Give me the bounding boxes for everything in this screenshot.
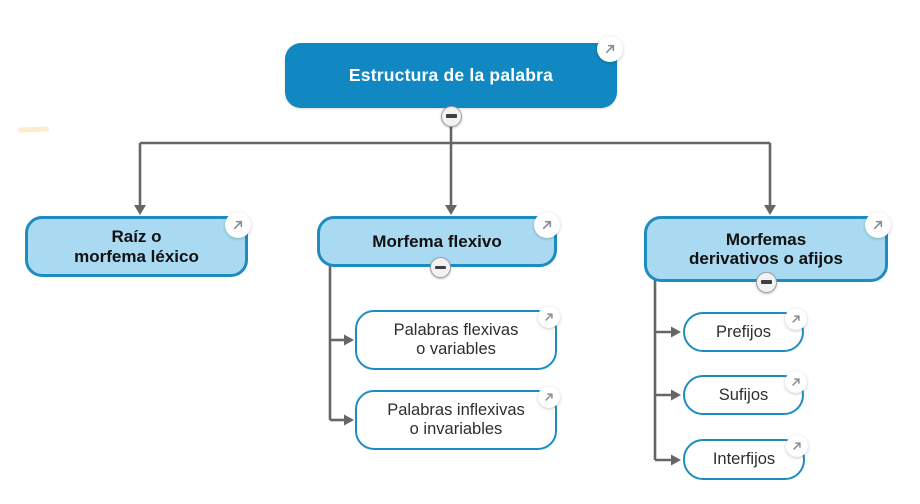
expand-arrow-icon[interactable] (538, 386, 560, 408)
expand-arrow-icon[interactable] (538, 306, 560, 328)
expand-arrow-icon[interactable] (597, 36, 623, 62)
node-label-line2: o invariables (409, 420, 503, 438)
arrowhead-derivativos (764, 205, 776, 215)
expand-arrow-icon[interactable] (785, 308, 807, 330)
arrowhead-prefijos (671, 326, 681, 338)
arrowhead-raiz (134, 205, 146, 215)
node-palabras-inflexivas-o-invariables[interactable]: Palabras inflexivas o invariables (355, 386, 560, 450)
node-label-line1: Raíz o (111, 227, 162, 247)
node-label-line1: Morfemas (725, 229, 807, 249)
arrowhead-flexivo (445, 205, 457, 215)
node-label: Interfijos (712, 450, 776, 469)
node-interfijos[interactable]: Interfijos (683, 435, 808, 480)
node-sufijos[interactable]: Sufijos (683, 371, 807, 415)
expand-arrow-icon[interactable] (785, 371, 807, 393)
arrowhead-inflexivas (344, 414, 354, 426)
expand-arrow-icon[interactable] (865, 212, 891, 238)
node-label: Estructura de la palabra (348, 65, 554, 85)
node-label-line1: Palabras inflexivas (387, 401, 525, 420)
expand-arrow-icon[interactable] (786, 435, 808, 457)
node-label-line1: Palabras flexivas (393, 321, 519, 340)
node-label-line2: derivativos o afijos (689, 249, 843, 268)
minus-icon (445, 114, 457, 118)
node-raiz-o-morfema-lexico[interactable]: Raíz o morfema léxico (25, 212, 251, 277)
minus-icon (760, 280, 772, 284)
collapse-button-root[interactable] (440, 105, 462, 127)
node-label-line2: o variables (416, 340, 496, 358)
node-label: Sufijos (718, 385, 769, 404)
arrowhead-flexivas (344, 334, 354, 346)
node-label: Morfema flexivo (372, 231, 502, 251)
arrowhead-sufijos (671, 389, 681, 401)
node-estructura-de-la-palabra[interactable]: Estructura de la palabra (285, 36, 623, 108)
node-palabras-flexivas-o-variables[interactable]: Palabras flexivas o variables (355, 306, 560, 370)
node-label-line2: morfema léxico (74, 246, 199, 266)
minus-icon (434, 265, 446, 270)
arrowhead-interfijos (671, 454, 681, 466)
expand-arrow-icon[interactable] (534, 212, 560, 238)
collapse-button-morfemas-derivativos[interactable] (755, 271, 777, 293)
node-prefijos[interactable]: Prefijos (683, 308, 807, 352)
collapse-button-morfema-flexivo[interactable] (429, 257, 451, 278)
node-label: Prefijos (715, 322, 772, 341)
expand-arrow-icon[interactable] (225, 212, 251, 238)
